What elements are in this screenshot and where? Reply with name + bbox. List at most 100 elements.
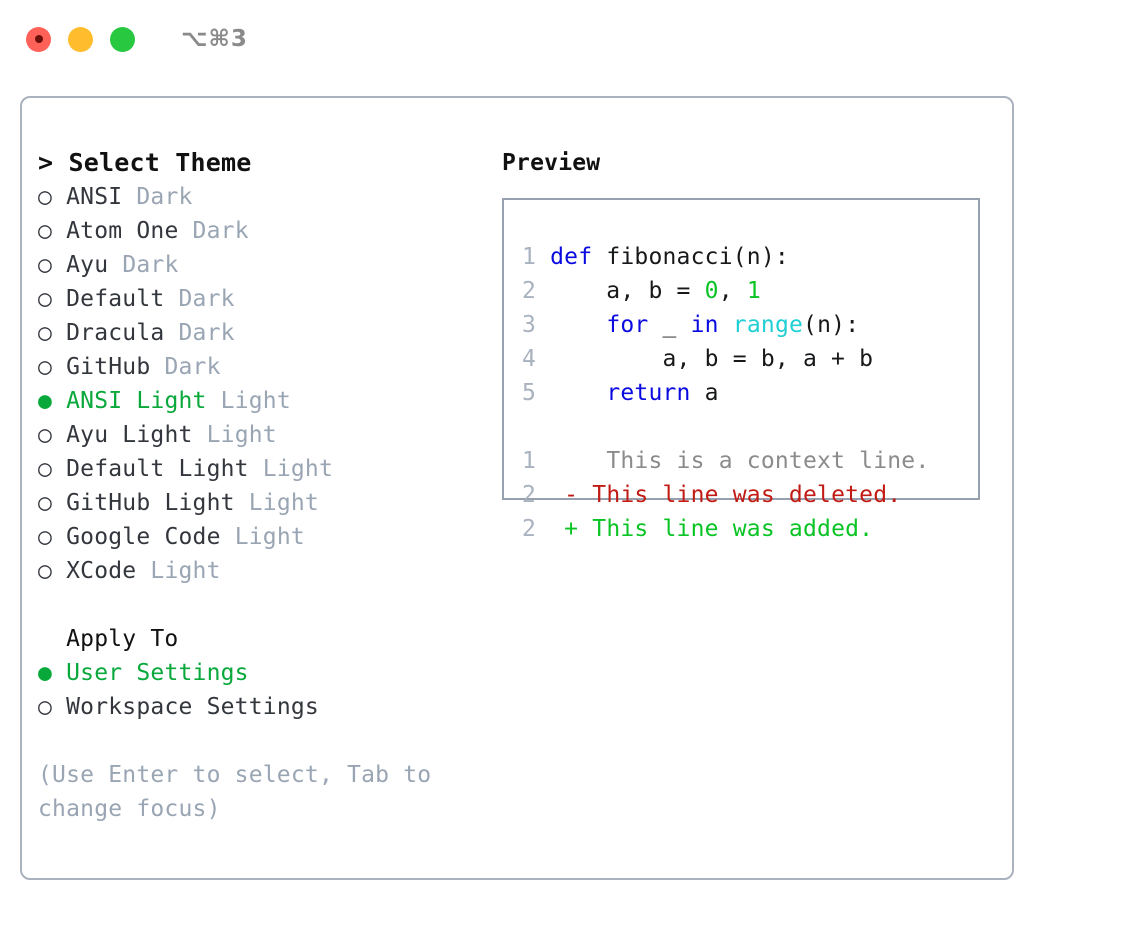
theme-option-2[interactable]: ○ Ayu Dark [38,248,488,282]
preview-box: 1 def fibonacci(n): 2 a, b = 0, 1 3 for _ … [502,198,980,542]
theme-option-7[interactable]: ○ Ayu Light Light [38,418,488,452]
code-token-plain: fibonacci(n): [592,244,789,270]
panes: > Select Theme ○ ANSI Dark○ Atom One Dar… [22,98,1012,878]
code-token-plain: a, b = b, a + b [550,346,874,372]
radio-unselected-icon: ○ [38,558,67,584]
theme-picker-pane: > Select Theme ○ ANSI Dark○ Atom One Dar… [38,146,488,826]
line-number: 2 [522,482,551,508]
code-line-5: 5 return a [504,376,978,410]
theme-option-10[interactable]: ○ Google Code Light [38,520,488,554]
code-token-kw: for [606,312,649,338]
code-token-plain: a [690,380,719,406]
preview-title: Preview [502,150,601,176]
theme-option-9[interactable]: ○ GitHub Light Light [38,486,488,520]
code-line-1: 1 def fibonacci(n): [504,240,978,274]
code-line-3: 3 for _ in range(n): [504,308,978,342]
keyboard-shortcut-label: ⌥⌘3 [181,26,248,52]
diff-sign: - [550,482,579,508]
diff-sign: + [550,516,579,542]
theme-option-variant: Light [220,388,291,414]
radio-unselected-icon: ○ [38,456,67,482]
apply-to-option-0[interactable]: ● User Settings [38,656,488,690]
code-token-plain [550,312,606,338]
line-number: 1 [522,244,551,270]
line-number: 1 [522,448,551,474]
diff-text: This line was added. [578,516,874,542]
code-token-plain: , [718,278,747,304]
diff-text: This line was deleted. [578,482,902,508]
code-token-kw: in [690,312,719,338]
theme-option-label: GitHub [66,354,165,380]
theme-option-11[interactable]: ○ XCode Light [38,554,488,588]
titlebar: ⌥⌘3 [0,0,1140,78]
apply-to-option-1[interactable]: ○ Workspace Settings [38,690,488,724]
line-number: 4 [522,346,551,372]
theme-option-4[interactable]: ○ Dracula Dark [38,316,488,350]
close-button[interactable] [26,26,51,52]
radio-unselected-icon: ○ [38,524,67,550]
theme-option-label: ANSI Light [66,388,221,414]
theme-option-label: Atom One [66,218,193,244]
code-token-fn: range [732,312,804,338]
theme-option-label: ANSI [66,184,137,210]
diff-line-0: 1 This is a context line. [504,444,978,478]
radio-unselected-icon: ○ [38,490,67,516]
keyboard-hint: (Use Enter to select, Tab to change focu… [38,762,432,822]
theme-option-label: Ayu Light [66,422,207,448]
code-token-num: 1 [746,278,761,304]
theme-option-0[interactable]: ○ ANSI Dark [38,180,488,214]
radio-selected-icon: ● [38,660,67,686]
apply-to-option-label: Workspace Settings [66,694,319,720]
theme-option-label: Default Light [66,456,263,482]
radio-unselected-icon: ○ [38,422,67,448]
theme-option-label: Default [66,286,179,312]
radio-unselected-icon: ○ [38,694,67,720]
code-line-4: 4 a, b = b, a + b [504,342,978,376]
theme-option-3[interactable]: ○ Default Dark [38,282,488,316]
theme-option-label: Dracula [66,320,179,346]
theme-option-label: GitHub Light [66,490,249,516]
code-token-num: 0 [704,278,719,304]
theme-option-variant: Dark [136,184,193,210]
code-token-plain: a, b = [550,278,705,304]
diff-line-2: 2 + This line was added. [504,512,978,546]
section-spacer [38,588,488,622]
radio-selected-icon: ● [38,388,67,414]
theme-option-label: Ayu [66,252,123,278]
radio-unselected-icon: ○ [38,354,67,380]
theme-option-variant: Dark [122,252,179,278]
apply-to-option-label: User Settings [66,660,249,686]
code-token-plain [719,312,733,338]
diff-text: This is a context line. [578,448,930,474]
theme-option-variant: Dark [178,286,235,312]
preview-pane: Preview 1 def fibonacci(n): 2 a, b = 0, 1… [502,146,1002,542]
radio-unselected-icon: ○ [38,218,67,244]
line-number: 2 [522,516,551,542]
theme-option-label: Google Code [66,524,235,550]
theme-option-variant: Light [150,558,221,584]
theme-option-variant: Light [206,422,277,448]
radio-unselected-icon: ○ [38,320,67,346]
theme-option-variant: Dark [164,354,221,380]
theme-option-5[interactable]: ○ GitHub Dark [38,350,488,384]
theme-list: ○ ANSI Dark○ Atom One Dark○ Ayu Dark○ De… [38,180,488,588]
code-token-plain: _ [648,312,691,338]
theme-option-variant: Light [234,524,305,550]
diff-block: 1 This is a context line.2 - This line w… [504,444,978,546]
line-number: 2 [522,278,551,304]
apply-to-list: ● User Settings○ Workspace Settings [38,656,488,724]
line-number: 5 [522,380,551,406]
code-token-kw: def [550,244,593,270]
minimize-button[interactable] [68,26,93,52]
maximize-button[interactable] [110,26,135,52]
diff-line-1: 2 - This line was deleted. [504,478,978,512]
theme-option-1[interactable]: ○ Atom One Dark [38,214,488,248]
theme-option-variant: Dark [192,218,249,244]
theme-option-8[interactable]: ○ Default Light Light [38,452,488,486]
theme-option-6[interactable]: ● ANSI Light Light [38,384,488,418]
code-token-plain: (n): [803,312,860,338]
diff-sign [550,448,578,474]
radio-unselected-icon: ○ [38,184,67,210]
window-controls [26,26,135,52]
